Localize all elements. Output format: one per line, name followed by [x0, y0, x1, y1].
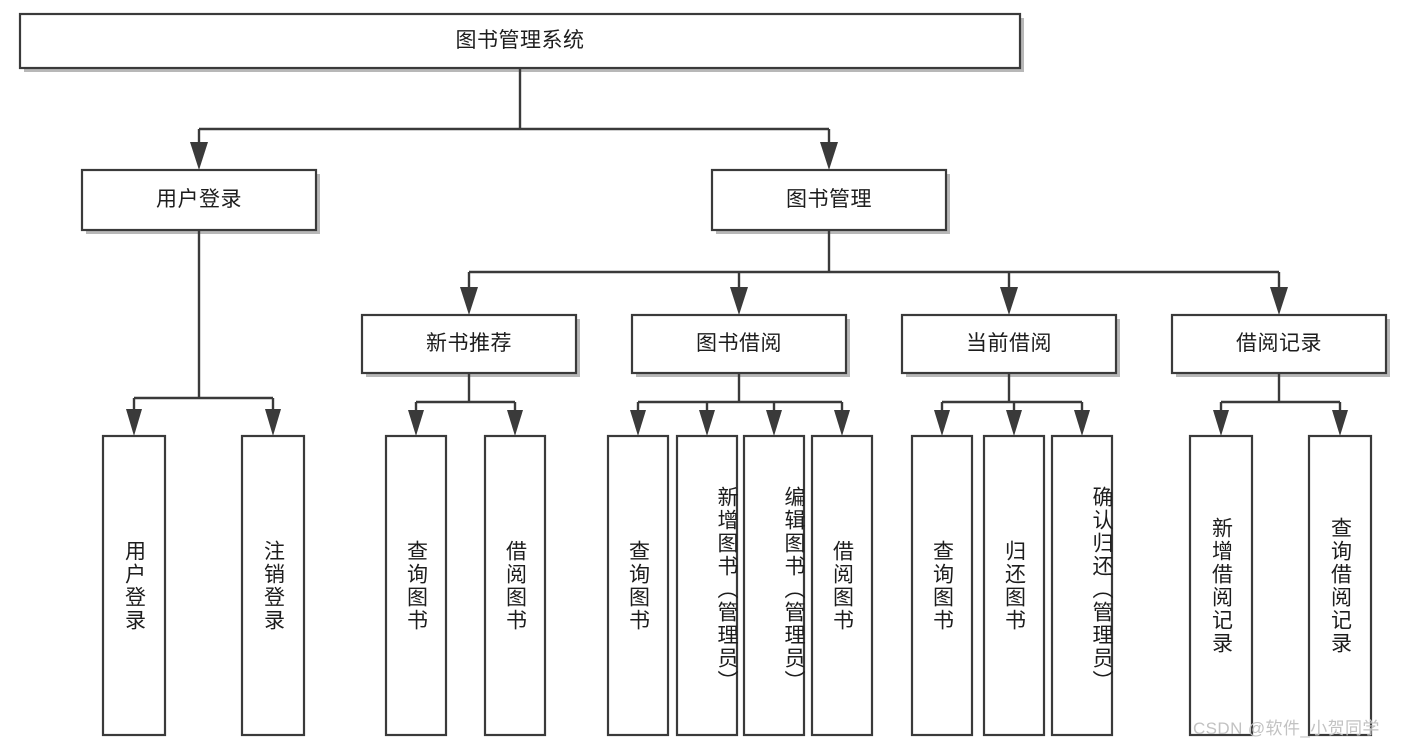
node-root-shape[interactable] — [18, 12, 1024, 72]
connector-userlogin-to-leaves — [126, 230, 281, 436]
csdn-watermark: CSDN @软件_小贺同学 — [1193, 719, 1380, 738]
connector-root-to-level2 — [190, 68, 838, 170]
leaf-current-borrow-2-shape[interactable] — [982, 434, 1046, 737]
node-new-book-recommend-shape[interactable] — [360, 313, 580, 377]
leaf-user-login-2-shape[interactable] — [240, 434, 306, 737]
leaf-book-borrow-1-shape[interactable] — [606, 434, 670, 737]
connector-currentborrow-to-leaves — [934, 373, 1090, 436]
connector-borrowrecords-to-leaves — [1213, 373, 1348, 436]
leaf-new-book-1-shape[interactable] — [384, 434, 448, 737]
leaf-borrow-records-1-shape[interactable] — [1188, 434, 1254, 737]
node-borrow-records-shape[interactable] — [1170, 313, 1390, 377]
leaf-book-borrow-4-shape[interactable] — [810, 434, 874, 737]
connector-bookborrow-to-leaves — [630, 373, 850, 436]
leaf-borrow-records-2-shape[interactable] — [1307, 434, 1373, 737]
leaf-current-borrow-1-shape[interactable] — [910, 434, 974, 737]
leaf-book-borrow-3-shape[interactable] — [742, 434, 806, 737]
connector-bookmanage-to-level3 — [460, 230, 1288, 315]
leaf-user-login-1-shape[interactable] — [101, 434, 167, 737]
node-user-login-shape[interactable] — [80, 168, 320, 234]
leaf-new-book-2-shape[interactable] — [483, 434, 547, 737]
leaf-current-borrow-3-shape[interactable] — [1050, 434, 1114, 737]
node-current-borrow-shape[interactable] — [900, 313, 1120, 377]
connector-newbook-to-leaves — [408, 373, 523, 436]
leaf-book-borrow-2-shape[interactable] — [675, 434, 739, 737]
node-book-borrow-shape[interactable] — [630, 313, 850, 377]
node-book-manage-shape[interactable] — [710, 168, 950, 234]
